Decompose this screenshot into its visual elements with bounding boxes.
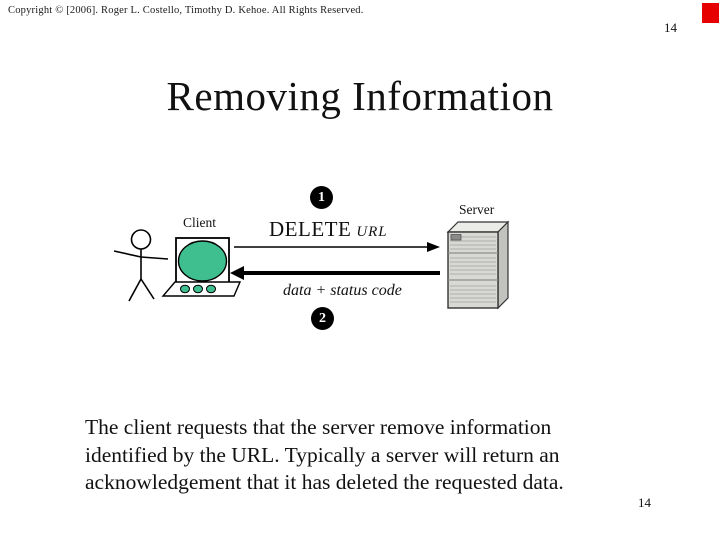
step-1-badge: 1 xyxy=(310,186,333,209)
red-corner-accent xyxy=(702,3,719,23)
server-tower-icon xyxy=(446,220,510,310)
body-line: The client requests that the server remo… xyxy=(85,415,552,439)
keyboard-icon xyxy=(161,281,242,297)
message-arrows xyxy=(230,242,440,280)
request-target-text: URL xyxy=(356,224,388,240)
response-label: data + status code xyxy=(283,282,402,299)
page-number-bottom: 14 xyxy=(638,495,651,510)
monitor-icon xyxy=(175,237,230,285)
server-label: Server xyxy=(459,202,495,217)
copyright-notice: Copyright © [2006]. Roger L. Costello, T… xyxy=(8,5,364,16)
body-paragraph: The client requests that the server remo… xyxy=(85,414,564,497)
step-2-badge: 2 xyxy=(311,307,334,330)
body-line: acknowledgement that it has deleted the … xyxy=(85,470,564,494)
stick-figure-icon xyxy=(113,229,169,302)
page-number-top: 14 xyxy=(664,20,677,35)
response-arrow-icon xyxy=(230,266,440,280)
client-computer-icon xyxy=(113,229,242,302)
request-method-text: DELETE xyxy=(269,217,352,241)
client-label: Client xyxy=(183,215,216,230)
slide-title: Removing Information xyxy=(166,73,554,119)
request-arrow-icon xyxy=(234,242,440,252)
body-line: identified by the URL. Typically a serve… xyxy=(85,442,560,467)
monitor-screen xyxy=(177,240,228,282)
